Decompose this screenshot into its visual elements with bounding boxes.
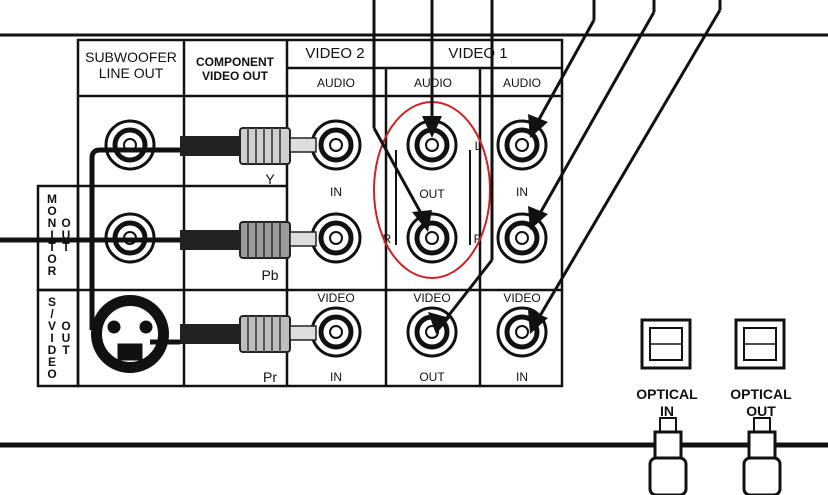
- optical-cable-plug-in: [648, 417, 688, 495]
- optical-out-label-line1: OPTICAL: [730, 386, 792, 402]
- svideo-letter-1: S: [48, 295, 56, 309]
- video2-video-label: VIDEO: [317, 291, 354, 305]
- monitor-letter-4: I: [50, 228, 53, 242]
- monitor-out-letter-2: U: [62, 228, 71, 242]
- svideo-letter-7: O: [47, 367, 56, 381]
- monitor-letter-5: T: [48, 240, 56, 254]
- monitor-letter-3: N: [48, 216, 57, 230]
- right-channel-marker-left: R: [383, 232, 392, 246]
- rca-jacks: [104, 119, 548, 358]
- svideo-letter-5: D: [48, 343, 57, 357]
- component-plug-pb: [180, 221, 317, 259]
- monitor-letter-2: O: [47, 204, 56, 218]
- video2-video-in-label: IN: [330, 370, 342, 384]
- optical-out-label-line2: OUT: [746, 403, 776, 419]
- component-y-label: Y: [265, 171, 275, 187]
- subwoofer-jack: [104, 119, 156, 171]
- right-channel-marker-right: R: [474, 232, 483, 246]
- connection-arrows: [372, 0, 722, 327]
- svideo-jack: [91, 295, 169, 373]
- monitor-out-letter-3: T: [62, 240, 70, 254]
- optical-in-label-line2: IN: [660, 403, 674, 419]
- video2-audio-in-r-jack: [310, 212, 362, 264]
- monitor-out-letter-1: O: [61, 216, 70, 230]
- video2-header: VIDEO 2: [305, 45, 364, 62]
- subwoofer-label-line2: LINE OUT: [99, 65, 164, 81]
- optical-in-label-line1: OPTICAL: [636, 386, 698, 402]
- video1-audio-out-label: OUT: [419, 187, 445, 201]
- component-pr-label: Pr: [263, 369, 277, 385]
- video1-header: VIDEO 1: [448, 45, 507, 62]
- component-label-line2: VIDEO OUT: [202, 69, 269, 83]
- monitor-letter-7: R: [48, 264, 57, 278]
- routed-cable: [0, 147, 180, 345]
- optical-in-port: [640, 318, 692, 370]
- svideo-letter-3: V: [48, 319, 56, 333]
- svideo-letter-4: I: [50, 331, 53, 345]
- monitor-out-vertical-label: M O N I T O R O U T: [47, 192, 71, 278]
- monitor-letter-6: O: [47, 252, 56, 266]
- monitor-letter-1: M: [47, 192, 57, 206]
- video2-audio-in-l-jack: [310, 119, 362, 171]
- video1-audio-in-label: IN: [516, 185, 528, 199]
- video2-audio-in-label: IN: [330, 185, 342, 199]
- audio-video1-in-label: AUDIO: [503, 76, 541, 90]
- video1-video-in-label-top: VIDEO: [503, 291, 540, 305]
- optical-out-port: [734, 318, 786, 370]
- video2-video-in-jack: [310, 306, 362, 358]
- video1-video-out-label-top: VIDEO: [413, 291, 450, 305]
- video1-video-in-label: IN: [516, 370, 528, 384]
- optical-cable-plug-out: [742, 417, 782, 495]
- left-channel-marker: L: [475, 139, 482, 153]
- audio-video2-label: AUDIO: [317, 76, 355, 90]
- svideo-out-letter-3: T: [62, 343, 70, 357]
- video1-audio-out-r-jack: [406, 212, 458, 264]
- component-pb-label: Pb: [261, 267, 278, 283]
- subwoofer-label-line1: SUBWOOFER: [85, 49, 177, 65]
- video1-audio-out-l-jack: [406, 119, 458, 171]
- chassis-outline: [0, 33, 828, 448]
- svideo-letter-6: E: [48, 355, 56, 369]
- component-label-line1: COMPONENT: [196, 55, 275, 69]
- svideo-out-vertical-label: S / V I D E O O U T: [47, 295, 70, 381]
- svideo-out-letter-2: U: [62, 331, 71, 345]
- video1-video-out-label: OUT: [419, 370, 445, 384]
- svideo-out-letter-1: O: [61, 319, 70, 333]
- svideo-letter-2: /: [50, 307, 54, 321]
- component-plug-pr: [180, 315, 317, 353]
- arrowheads: [412, 114, 548, 334]
- component-plug-y: [180, 127, 317, 165]
